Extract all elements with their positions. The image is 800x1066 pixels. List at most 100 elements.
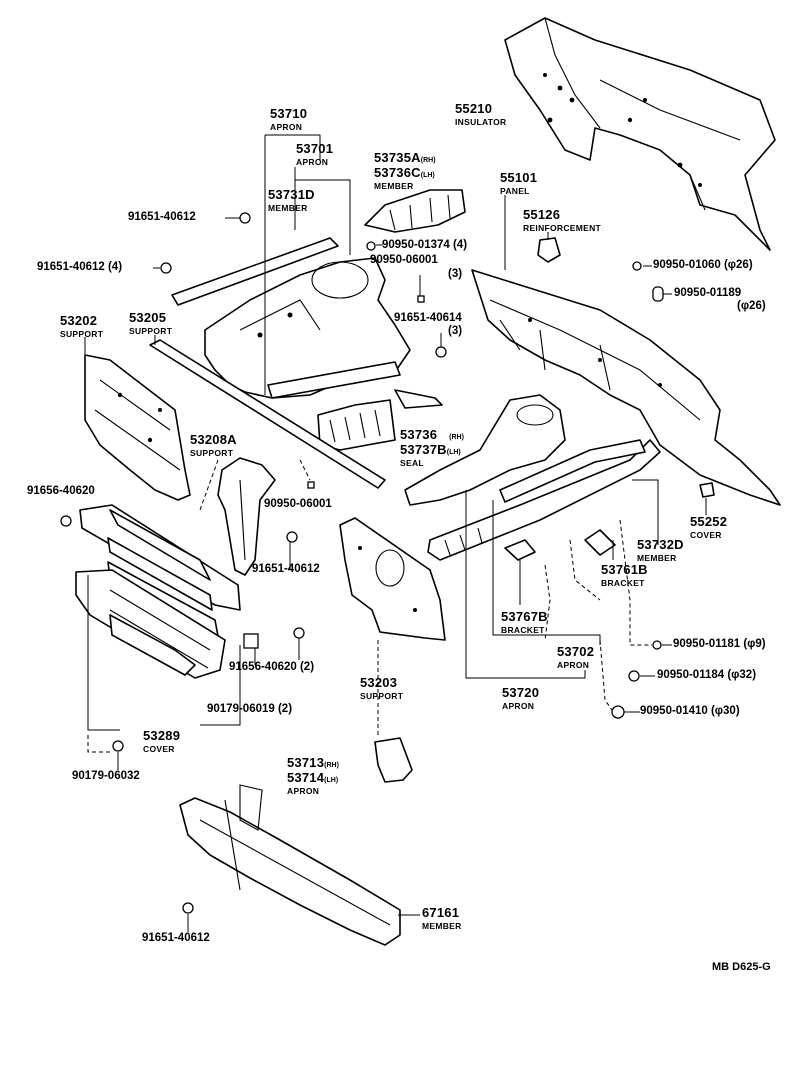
side-mark: (LH) <box>420 172 435 179</box>
part-label-53710: 53710 APRON <box>270 106 307 132</box>
fastener-label: 91651-40612 <box>252 563 320 575</box>
part-label-55126: 55126 REINFORCEMENT <box>523 207 601 233</box>
part-label-53713: 53713(RH) <box>287 755 339 771</box>
part-number: 53761B <box>601 562 648 577</box>
part-label-55252: 55252 COVER <box>690 514 727 540</box>
part-label-53702: 53702 APRON <box>557 644 594 670</box>
part-label-53732d: 53732D MEMBER <box>637 537 684 563</box>
part-number: 53735A <box>374 150 421 165</box>
fastener-quantity: (φ26) <box>737 300 766 312</box>
support-53205 <box>149 339 386 489</box>
part-label-53208a: 53208A SUPPORT <box>190 432 237 458</box>
part-name: MEMBER <box>374 181 414 191</box>
side-mark: (LH) <box>324 777 339 784</box>
part-name: SUPPORT <box>129 326 173 336</box>
member-67161 <box>179 784 401 946</box>
fastener-label: 91656-40620 (2) <box>229 661 315 673</box>
part-number: 53713 <box>287 755 325 770</box>
part-name: BRACKET <box>501 625 545 635</box>
part-label-53701: 53701 APRON <box>296 141 333 167</box>
part-name: COVER <box>690 530 722 540</box>
part-number: 53702 <box>557 644 595 659</box>
part-label-53735a: 53735A(RH) <box>374 150 436 166</box>
part-name: REINFORCEMENT <box>523 223 602 233</box>
member-53731d <box>171 237 339 306</box>
fastener-label: 90950-06001 <box>370 254 438 266</box>
part-number: 53737B <box>400 442 447 457</box>
side-mark: (RH) <box>449 434 464 441</box>
grille-frame <box>75 504 241 679</box>
fastener-label: 91651-40612 (4) <box>37 261 123 273</box>
side-mark: (RH) <box>420 157 436 164</box>
panel-55101 <box>471 269 781 506</box>
part-label-53203: 53203 SUPPORT <box>360 675 403 701</box>
apron-53720 <box>404 394 661 561</box>
side-mark: (LH) <box>446 449 461 456</box>
part-number: 53208A <box>190 432 237 447</box>
part-label-53736: 53736 (RH) <box>400 427 464 443</box>
part-name: APRON <box>557 660 590 670</box>
part-name: APRON <box>502 701 535 711</box>
part-name: APRON <box>296 157 329 167</box>
leader-lines <box>84 134 707 932</box>
part-name: PANEL <box>500 186 530 196</box>
part-label-53731d: 53731D MEMBER <box>268 187 315 213</box>
fastener-label: 90950-01374 (4) <box>382 239 468 251</box>
part-number: 53736C <box>374 165 421 180</box>
part-label-67161: 67161 MEMBER <box>422 905 462 931</box>
part-number: 53714 <box>287 770 325 785</box>
part-name: SUPPORT <box>190 448 234 458</box>
side-mark: (RH) <box>324 762 339 769</box>
part-label-53737b: 53737B(LH) SEAL <box>400 442 461 468</box>
part-label-53289: 53289 COVER <box>143 728 180 754</box>
part-number: 53720 <box>502 685 540 700</box>
part-number: 55101 <box>500 170 538 185</box>
part-number: 53710 <box>270 106 308 121</box>
fastener-label: 90179-06019 (2) <box>207 703 293 715</box>
fastener-label: 90950-01184 (φ32) <box>657 669 757 681</box>
part-number: 53767B <box>501 609 548 624</box>
diagram-code: MB D625-G <box>712 961 771 973</box>
fastener-label: 91651-40612 <box>142 932 210 944</box>
part-number: 53289 <box>143 728 181 743</box>
part-label-53714: 53714(LH) APRON <box>287 770 338 796</box>
fastener-label: 90950-01189 <box>674 287 742 299</box>
fastener-label: 90950-01410 (φ30) <box>640 705 740 717</box>
fastener-quantity: (3) <box>448 325 463 337</box>
part-name: APRON <box>270 122 303 132</box>
part-name: SEAL <box>400 458 424 468</box>
support-53203 <box>339 517 446 641</box>
part-label-53761b: 53761B BRACKET <box>601 562 648 588</box>
part-name: MEMBER <box>637 553 677 563</box>
apron-53701 <box>204 257 443 451</box>
reinforcement-55126 <box>537 237 561 263</box>
support-53202 <box>84 354 191 501</box>
part-label-53767b: 53767B BRACKET <box>501 609 548 635</box>
part-label-53736c: 53736C(LH) MEMBER <box>374 165 435 191</box>
fastener-label: 90179-06032 <box>72 770 140 782</box>
bracket-53767b <box>504 539 536 561</box>
part-label-53205: 53205 SUPPORT <box>129 310 172 336</box>
part-number: 53736 <box>400 427 438 442</box>
member-53735a-53736c <box>364 189 466 233</box>
bracket-53761b <box>584 529 616 556</box>
part-name: MEMBER <box>422 921 462 931</box>
part-number: 53701 <box>296 141 334 156</box>
part-number: 67161 <box>422 905 460 920</box>
part-number: 53731D <box>268 187 315 202</box>
part-number: 55210 <box>455 101 493 116</box>
part-label-53720: 53720 APRON <box>502 685 539 711</box>
fastener-label: 90950-01181 (φ9) <box>673 638 766 650</box>
part-number: 53205 <box>129 310 167 325</box>
part-number: 55126 <box>523 207 561 222</box>
part-number: 53202 <box>60 313 98 328</box>
part-name: INSULATOR <box>455 117 507 127</box>
part-number: 53203 <box>360 675 398 690</box>
fastener-label: 91651-40614 <box>394 312 462 324</box>
cover-55252 <box>699 482 715 498</box>
fastener-label: 90950-01060 (φ26) <box>653 259 753 271</box>
part-name: BRACKET <box>601 578 645 588</box>
support-53208a <box>217 457 276 576</box>
apron-53713-53714 <box>374 737 413 783</box>
part-name: APRON <box>287 786 320 796</box>
